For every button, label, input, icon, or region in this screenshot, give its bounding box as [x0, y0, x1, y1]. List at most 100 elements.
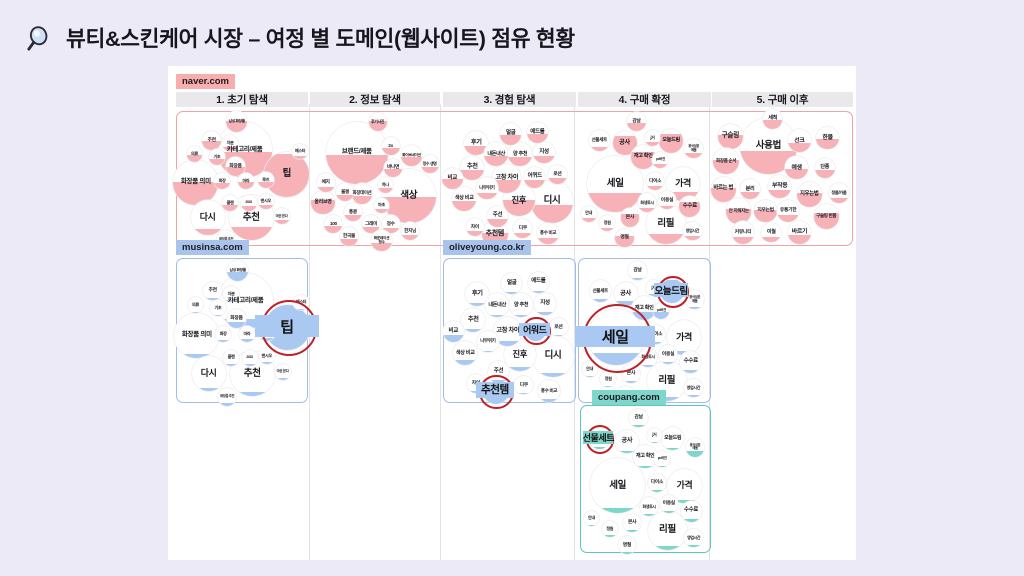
bubble: 오늘드림	[660, 426, 685, 451]
bubble-fill	[223, 363, 240, 366]
bubble-fill	[343, 214, 362, 222]
bubble-fill	[588, 446, 610, 450]
bubble-label: 2023	[245, 200, 252, 204]
bubble-label: 가격	[676, 331, 693, 342]
bubble-label: 영업시간	[686, 384, 701, 390]
bubble-fill	[538, 399, 560, 402]
bubble: 안내	[580, 205, 597, 222]
bubble-label: 커뮤니티	[734, 229, 752, 235]
bubble: 단종	[814, 157, 835, 178]
bubble-label: 재고 확인	[634, 304, 654, 311]
bubble-label: 얼굴	[507, 279, 517, 286]
bubble-fill	[761, 237, 782, 243]
bubble-fill	[632, 311, 657, 321]
bubble: 정품/가품	[829, 183, 849, 204]
bubble-fill	[384, 168, 403, 177]
bubble-fill	[658, 362, 678, 364]
bubble-fill	[776, 215, 800, 223]
bubble-label: 에드롤	[531, 278, 546, 285]
bubble-fill	[657, 205, 677, 210]
bubble: 용식성분 예물	[685, 438, 705, 457]
bubble-label: j거	[650, 134, 655, 140]
bubble-fill	[631, 151, 656, 169]
bubble-label: 바르는 법	[713, 185, 734, 192]
bubble-label: 추천템	[485, 230, 504, 238]
bubble: 커뮤니티	[731, 221, 755, 244]
bubble-label: pc버전	[655, 156, 665, 161]
bubble-fill	[257, 204, 274, 210]
domain-badge-olive: oliveyoung.co.kr	[443, 240, 531, 255]
bubble-fill	[401, 156, 422, 166]
bubble-label: 카테고리/제품	[227, 296, 264, 304]
bubble-label: 그래미	[365, 220, 378, 226]
bubble-fill	[240, 206, 257, 211]
stage-header-4: 4. 구매 확정	[578, 92, 711, 107]
bubble: 나무위키	[477, 331, 499, 353]
bubble-label: 선물세트	[592, 287, 609, 293]
bubble-fill	[646, 441, 663, 444]
bubble: 메스터	[292, 143, 308, 160]
bubble: 자분	[223, 285, 240, 302]
bubble-fill	[533, 156, 555, 164]
bubble-fill	[508, 156, 533, 167]
bubble: 2023	[241, 349, 258, 366]
bubble-label: 맨시오	[260, 198, 272, 204]
bubble: 주선	[486, 205, 509, 227]
bubble-label: 에드롤	[530, 128, 545, 135]
bubble-fill	[226, 167, 245, 176]
page-title-row: 뷰티&스킨케어 시장 – 여정 별 도메인(웹사이트) 점유 현황	[26, 22, 575, 53]
bubble: 명절	[615, 228, 634, 248]
bubble: 2023	[240, 194, 257, 211]
bubble-fill	[581, 375, 598, 378]
bubble-label: 화생토시	[640, 199, 654, 205]
bubble: 내돈내산	[484, 142, 509, 167]
bubble-fill	[464, 145, 489, 156]
bubble-fill	[452, 201, 477, 211]
bubble: 리필	[646, 360, 687, 401]
bubble: 팁	[264, 152, 310, 197]
bubble-fill	[273, 220, 290, 225]
bubble-label: 예생	[791, 164, 802, 171]
bubble-label: 사용법	[755, 140, 782, 152]
bubble: 본사	[621, 364, 641, 383]
bubble-fill	[615, 235, 634, 248]
bubble: 예지	[316, 173, 335, 192]
bubble: 추천	[203, 281, 222, 301]
bubble: 다시	[191, 356, 226, 391]
bubble-label: 자분	[227, 290, 235, 296]
stage-header-5: 5. 구매 이후	[712, 92, 853, 107]
bubble-fill	[420, 167, 439, 173]
bubble-fill	[525, 336, 547, 341]
bubble: 에드롤	[527, 271, 550, 293]
bubble-label: 용식성분 예물	[689, 295, 701, 303]
bubble-fill	[646, 341, 666, 344]
bubble-label: 감날	[634, 415, 644, 421]
bubble: 나무위키	[476, 177, 498, 199]
bubble-label: 마운 본다	[275, 213, 288, 218]
bubble-label: 본사	[627, 520, 637, 526]
bubble: 감날	[628, 261, 647, 280]
bubble: pc버전	[652, 151, 669, 168]
bubble-label: 화장품 추천	[219, 394, 235, 398]
bubble-fill	[223, 300, 240, 302]
bubble-label: 클렌	[226, 199, 234, 205]
bubble-label: 이용실	[661, 352, 675, 358]
bubble: 남성 화장품	[227, 260, 249, 282]
bubble-fill	[599, 227, 616, 232]
bubble: 한국물	[339, 227, 359, 246]
bubble-fill	[679, 201, 701, 218]
bubble: 홍콩	[343, 203, 362, 222]
bubble-label: 단종	[820, 164, 830, 171]
bubble-label: 남성 화장품	[229, 267, 246, 272]
bubble-fill	[191, 387, 226, 391]
bubble-fill	[731, 237, 755, 244]
bubble-label: 하나	[381, 182, 389, 188]
bubble-fill	[217, 402, 237, 406]
bubble: 차이	[465, 217, 485, 237]
bubble-label: 공사	[621, 437, 633, 445]
bubble: 오늘드림	[659, 128, 684, 153]
page-title: 뷰티&스킨케어 시장 – 여정 별 도메인(웹사이트) 점유 현황	[66, 27, 575, 51]
bubble-fill	[684, 545, 703, 547]
